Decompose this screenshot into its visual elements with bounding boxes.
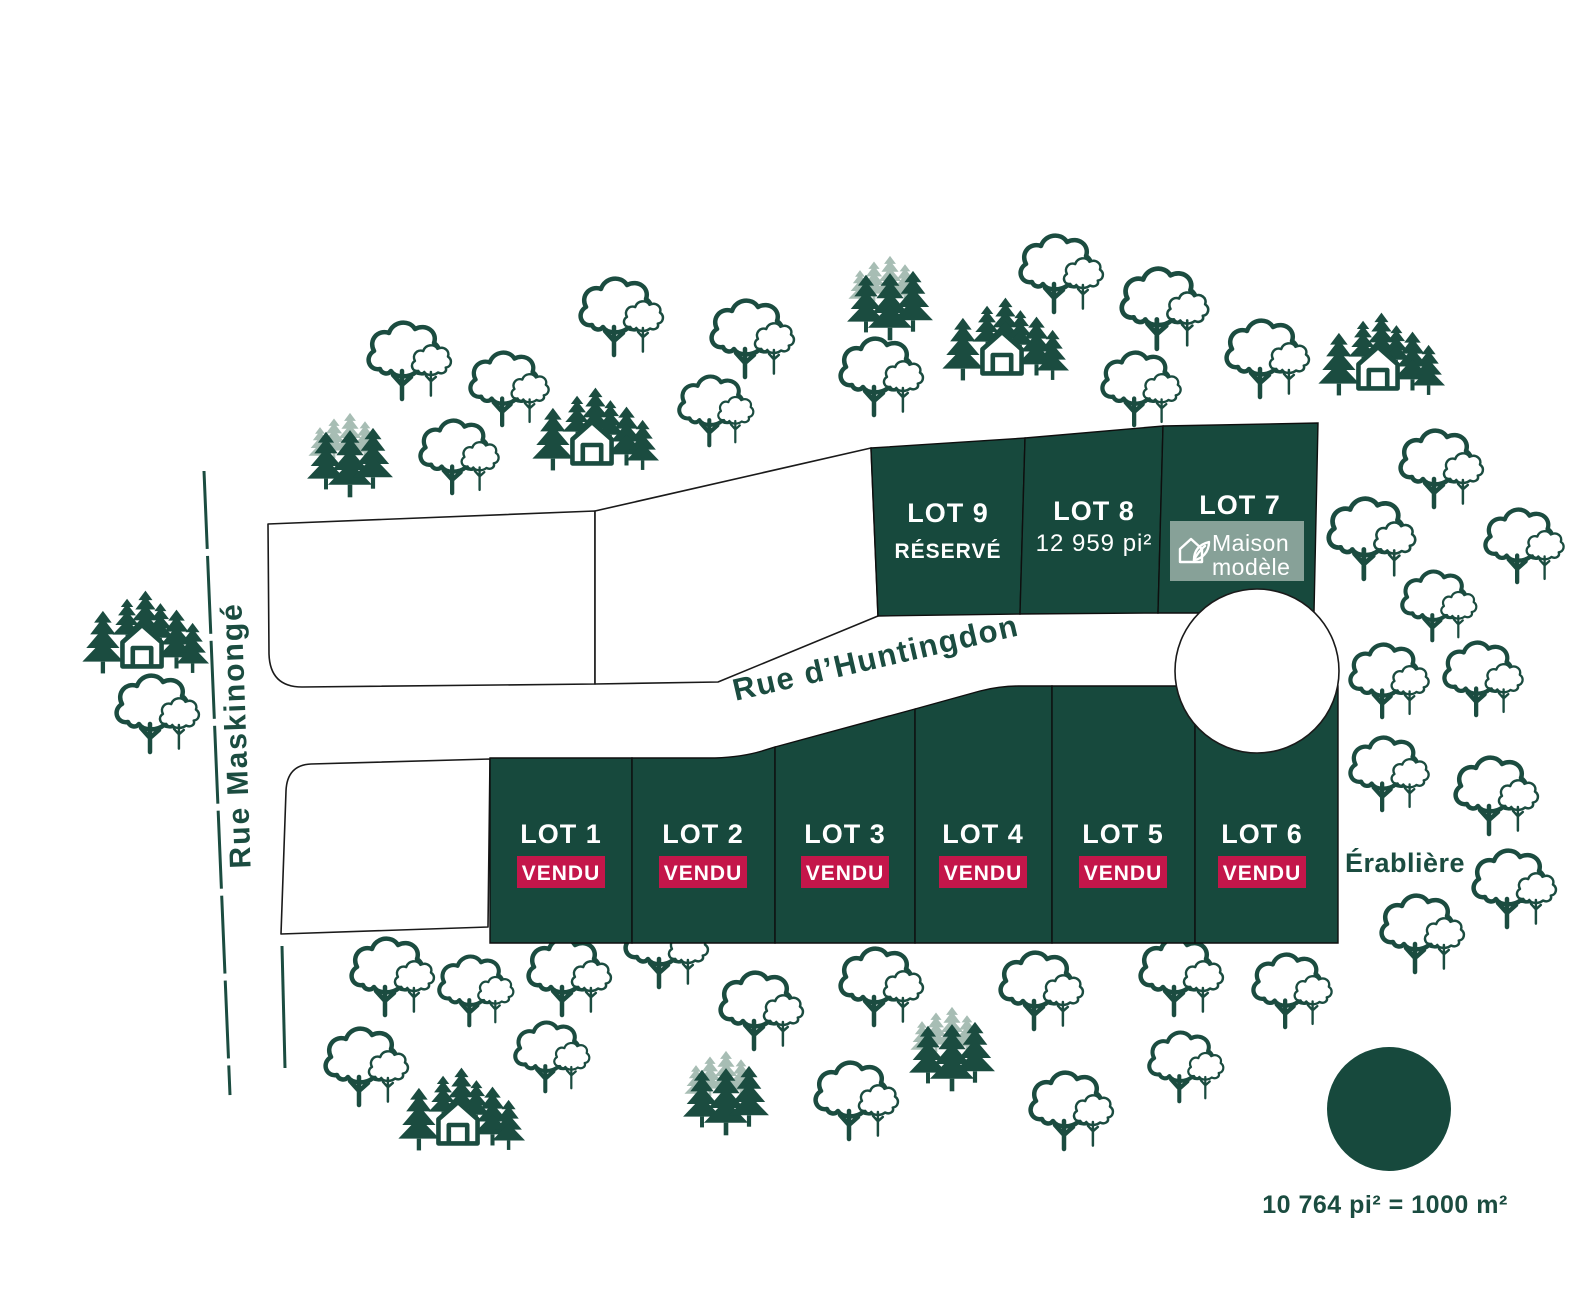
lot-6: LOT 6 VENDU [1194, 685, 1339, 944]
deciduous-tree-icon [1456, 758, 1538, 834]
deciduous-tree-icon [1001, 953, 1083, 1029]
lot-5-region [1051, 685, 1196, 944]
deciduous-tree-icon [1031, 1073, 1113, 1149]
deciduous-tree-icon [581, 279, 663, 355]
lot-1-status: VENDU [522, 862, 601, 885]
sugar-shack-icon [942, 298, 1069, 381]
sugar-shack-icon [1318, 313, 1445, 396]
deciduous-tree-icon [1141, 939, 1223, 1015]
deciduous-tree-icon [1253, 955, 1331, 1028]
lot-6-label: LOT 6 [1221, 819, 1303, 849]
lot-1-label: LOT 1 [520, 819, 602, 849]
lot-4-region [914, 685, 1053, 944]
model-home-line2: modèle [1212, 554, 1290, 580]
deciduous-tree-icon [1122, 269, 1208, 349]
deciduous-tree-icon [1329, 499, 1415, 579]
lot-5-status: VENDU [1084, 862, 1163, 885]
lot-9: LOT 9 RÉSERVÉ [870, 437, 1026, 617]
deciduous-tree-icon [470, 353, 548, 426]
deciduous-tree-icon [117, 676, 199, 752]
lot-9-label: LOT 9 [907, 498, 989, 528]
parcel-northwest-left [267, 510, 596, 688]
street-edge-line [280, 945, 287, 1069]
deciduous-tree-icon [515, 1023, 589, 1092]
sugar-shack-icon [398, 1068, 525, 1151]
sugar-shack-icon [82, 591, 209, 674]
lot-8: LOT 8 12 959 pi² [1019, 425, 1164, 615]
parcel-southwest [280, 758, 491, 935]
lot-2: LOT 2 VENDU [631, 746, 776, 944]
pine-cluster-icon [683, 1051, 769, 1135]
lot-1: LOT 1 VENDU [489, 757, 633, 944]
deciduous-tree-icon [1444, 643, 1522, 716]
deciduous-tree-icon [1149, 1033, 1223, 1102]
lot-3-status: VENDU [806, 862, 885, 885]
street-edge-line [202, 470, 232, 1096]
lot-2-label: LOT 2 [662, 819, 744, 849]
lot-2-status: VENDU [664, 862, 743, 885]
lot-9-status: RÉSERVÉ [895, 540, 1002, 563]
deciduous-tree-icon [841, 949, 923, 1025]
vendu-badge [517, 856, 605, 888]
lot-5-label: LOT 5 [1082, 819, 1164, 849]
lot-7-label: LOT 7 [1199, 490, 1281, 520]
vendu-badge [801, 856, 889, 888]
deciduous-tree-icon [420, 421, 498, 494]
deciduous-tree-icon [841, 339, 923, 415]
deciduous-tree-icon [1382, 896, 1464, 972]
lot-4-label: LOT 4 [942, 819, 1024, 849]
deciduous-tree-icon [1350, 738, 1428, 811]
pine-cluster-icon [847, 256, 933, 340]
deciduous-tree-icon [529, 939, 611, 1015]
lot-4-status: VENDU [944, 862, 1023, 885]
forest-decoration [82, 236, 1563, 1151]
deciduous-tree-icon [1401, 431, 1483, 507]
pine-cluster-icon [909, 1007, 995, 1091]
lot-4: LOT 4 VENDU [914, 685, 1053, 944]
deciduous-tree-icon [352, 939, 434, 1015]
vendu-badge [1079, 856, 1167, 888]
lot-8-area: 12 959 pi² [1036, 530, 1153, 557]
deciduous-tree-icon [721, 973, 803, 1049]
deciduous-tree-icon [1227, 321, 1309, 397]
deciduous-tree-icon [1021, 236, 1103, 312]
lot-3: LOT 3 VENDU [774, 708, 916, 944]
deciduous-tree-icon [816, 1063, 898, 1139]
deciduous-tree-icon [369, 323, 451, 399]
legend-scale-circle [1327, 1047, 1451, 1171]
deciduous-tree-icon [679, 377, 753, 446]
deciduous-tree-icon [1485, 510, 1563, 583]
deciduous-tree-icon [1102, 353, 1180, 426]
deciduous-tree-icon [439, 957, 513, 1026]
lot-8-label: LOT 8 [1053, 496, 1135, 526]
deciduous-tree-icon [1402, 572, 1476, 641]
street-maskinonge-label: Rue Maskinongé [215, 602, 257, 869]
lot-1-region [489, 757, 633, 944]
lot-5: LOT 5 VENDU [1051, 685, 1196, 944]
model-home-line1: Maison [1212, 530, 1289, 556]
erabliere-label: Érablière [1345, 847, 1465, 878]
vendu-badge [1218, 856, 1306, 888]
pine-cluster-icon [307, 413, 393, 497]
street-maskinonge [202, 470, 287, 1096]
cul-de-sac [1174, 588, 1340, 754]
lot-3-label: LOT 3 [804, 819, 886, 849]
lot-7: LOT 7 Maison modèle [1157, 422, 1319, 614]
deciduous-tree-icon [712, 301, 794, 377]
deciduous-tree-icon [326, 1029, 408, 1105]
lot-6-status: VENDU [1223, 862, 1302, 885]
deciduous-tree-icon [1350, 645, 1428, 718]
legend: 10 764 pi² = 1000 m² [1262, 1047, 1508, 1219]
deciduous-tree-icon [1474, 851, 1556, 927]
model-home-badge [1170, 521, 1304, 581]
vendu-badge [939, 856, 1027, 888]
parcel-northwest-right [594, 447, 879, 685]
vendu-badge [659, 856, 747, 888]
legend-scale-text: 10 764 pi² = 1000 m² [1262, 1191, 1508, 1219]
sugar-shack-icon [532, 388, 659, 471]
